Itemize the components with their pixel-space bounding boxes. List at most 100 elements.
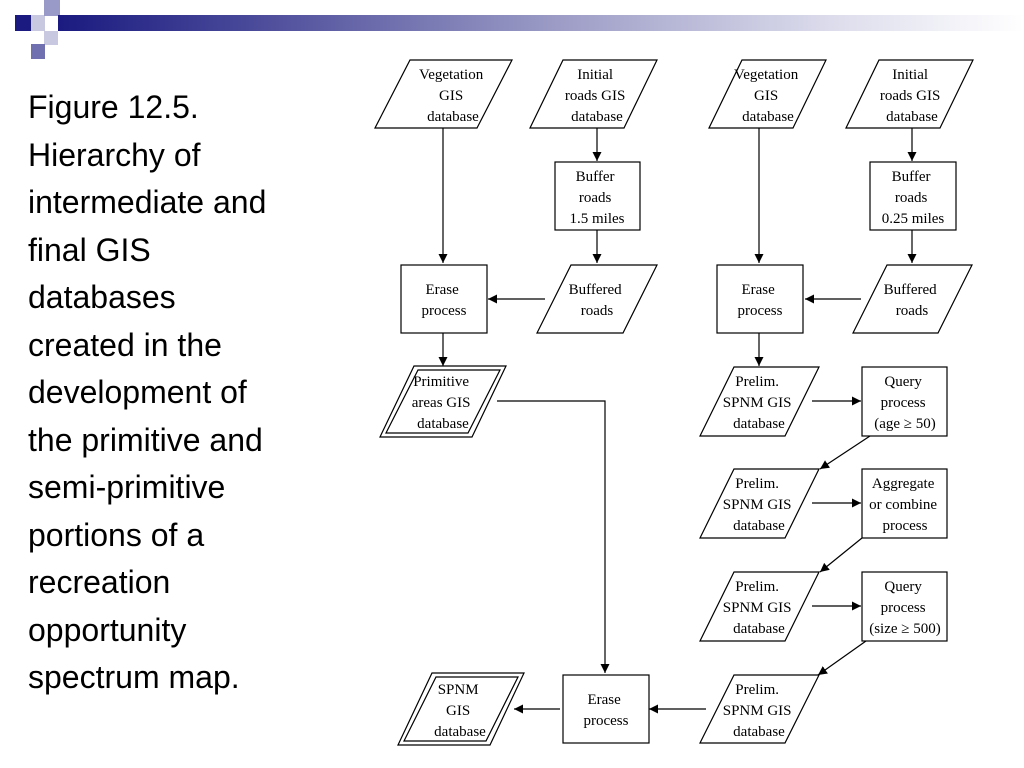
node-label: GIS <box>439 88 463 104</box>
svg-text:Prelim. SPNM GIS d: Prelim. SPNM GIS database <box>723 579 796 637</box>
svg-text:Prelim. SPNM GIS d: Prelim. SPNM GIS database <box>723 374 796 432</box>
node-label: Erase <box>425 282 459 298</box>
node-label: or combine <box>869 497 937 513</box>
node-label: Buffer <box>892 169 931 185</box>
svg-text:Prelim. SPNM GIS d: Prelim. SPNM GIS database <box>723 682 796 740</box>
svg-text:Buffered roads: Buffered roads <box>884 282 941 319</box>
node-label: process <box>584 713 629 729</box>
node-label: database <box>417 416 469 432</box>
node-label: Prelim. <box>735 579 779 595</box>
node-label: 1.5 miles <box>570 211 625 227</box>
node-label: process <box>422 303 467 319</box>
svg-text:Query process (siz: Query process (size ≥ 500) <box>869 579 941 637</box>
node-label: roads <box>895 190 928 206</box>
svg-text:Vegetation GIS dat: Vegetation GIS database <box>734 67 802 125</box>
svg-text:Primitive areas GIS: Primitive areas GIS database <box>412 374 474 432</box>
svg-text:Erase process: Erase process <box>738 282 783 319</box>
node-label: SPNM GIS <box>723 497 792 513</box>
node-prelim-spnm-db-2: Prelim. SPNM GIS database <box>699 468 820 539</box>
node-label: Prelim. <box>735 682 779 698</box>
node-buffer-roads-left: Buffer roads 1.5 miles <box>554 161 641 231</box>
node-label: roads GIS <box>565 88 625 104</box>
node-label: process <box>881 395 926 411</box>
arrow-query-age-to-prelim2 <box>819 435 871 470</box>
node-label: GIS <box>446 703 470 719</box>
decor-square-dark <box>15 15 31 31</box>
node-initial-roads-db-right: Initial roads GIS database <box>845 59 974 129</box>
node-label: Buffered <box>884 282 938 298</box>
node-label: database <box>733 416 785 432</box>
node-label: database <box>434 724 486 740</box>
node-label: roads <box>579 190 612 206</box>
node-label: process <box>881 600 926 616</box>
node-vegetation-db-left: Vegetation GIS database <box>374 59 513 129</box>
node-erase-process-right: Erase process <box>716 264 804 334</box>
svg-text:Buffer roads 1.5 m: Buffer roads 1.5 miles <box>570 169 625 227</box>
svg-text:Vegetation GIS dat: Vegetation GIS database <box>419 67 487 125</box>
node-label: Primitive <box>413 374 469 390</box>
node-label: database <box>733 724 785 740</box>
title-decoration <box>0 0 1024 60</box>
node-label: areas GIS <box>412 395 471 411</box>
svg-text:Buffer roads 0.25: Buffer roads 0.25 miles <box>882 169 945 227</box>
decor-square-light <box>44 31 58 45</box>
decor-square-mid <box>31 44 45 59</box>
node-buffered-roads-right: Buffered roads <box>852 264 973 334</box>
svg-text:Initial roads GIS: Initial roads GIS database <box>880 67 944 125</box>
node-label: roads <box>581 303 614 319</box>
svg-text:Prelim. SPNM GIS d: Prelim. SPNM GIS database <box>723 476 796 534</box>
node-spnm-gis-db: SPNM GIS database <box>397 672 525 746</box>
node-label: Erase <box>587 692 621 708</box>
node-label: roads <box>896 303 929 319</box>
node-label: Vegetation <box>419 67 484 83</box>
node-initial-roads-db-left: Initial roads GIS database <box>529 59 658 129</box>
arrow-query-size-to-prelim4 <box>817 640 867 676</box>
connectors <box>438 128 917 714</box>
svg-text:Aggregate or combine: Aggregate or combine process <box>869 476 941 534</box>
node-label: SPNM GIS <box>723 395 792 411</box>
node-label: database <box>733 518 785 534</box>
decor-square-light <box>31 15 45 31</box>
node-label: roads GIS <box>880 88 940 104</box>
node-label: database <box>571 109 623 125</box>
svg-text:Erase process: Erase process <box>584 692 629 729</box>
node-label: Buffer <box>576 169 615 185</box>
node-label: Query <box>884 374 922 390</box>
node-buffered-roads-left: Buffered roads <box>536 264 658 334</box>
node-prelim-spnm-db-4: Prelim. SPNM GIS database <box>699 674 820 744</box>
node-label: Buffered <box>569 282 623 298</box>
node-label: Query <box>884 579 922 595</box>
node-label: 0.25 miles <box>882 211 945 227</box>
node-label: Aggregate <box>872 476 935 492</box>
decor-square-mid <box>44 0 60 16</box>
node-label: (size ≥ 500) <box>869 621 941 637</box>
node-erase-process-left: Erase process <box>400 264 488 334</box>
node-label: Prelim. <box>735 476 779 492</box>
node-primitive-areas-db: Primitive areas GIS database <box>379 365 507 438</box>
node-label: database <box>733 621 785 637</box>
node-label: Initial <box>577 67 613 83</box>
node-label: SPNM GIS <box>723 703 792 719</box>
node-label: database <box>886 109 938 125</box>
node-prelim-spnm-db-1: Prelim. SPNM GIS database <box>699 366 820 437</box>
title-gradient-band <box>58 15 1024 31</box>
node-label: Prelim. <box>735 374 779 390</box>
node-label: Erase <box>741 282 775 298</box>
svg-text:Initial roads GIS: Initial roads GIS database <box>565 67 629 125</box>
svg-text:Erase process: Erase process <box>422 282 467 319</box>
node-query-process-age: Query process (age ≥ 50) <box>861 366 948 437</box>
node-buffer-roads-right: Buffer roads 0.25 miles <box>869 161 957 231</box>
node-label: SPNM GIS <box>723 600 792 616</box>
node-label: database <box>742 109 794 125</box>
node-label: Initial <box>892 67 928 83</box>
arrow-primitive-to-erase-bottom <box>497 400 610 673</box>
figure-caption: Figure 12.5. Hierarchy of intermediate a… <box>28 89 267 695</box>
svg-text:Buffered roads: Buffered roads <box>569 282 626 319</box>
node-query-process-size: Query process (size ≥ 500) <box>861 571 948 642</box>
node-aggregate-process: Aggregate or combine process <box>861 468 948 539</box>
node-label: Vegetation <box>734 67 799 83</box>
node-prelim-spnm-db-3: Prelim. SPNM GIS database <box>699 571 820 642</box>
node-erase-process-bottom: Erase process <box>562 674 650 744</box>
svg-text:Query process (age: Query process (age ≥ 50) <box>874 374 936 432</box>
